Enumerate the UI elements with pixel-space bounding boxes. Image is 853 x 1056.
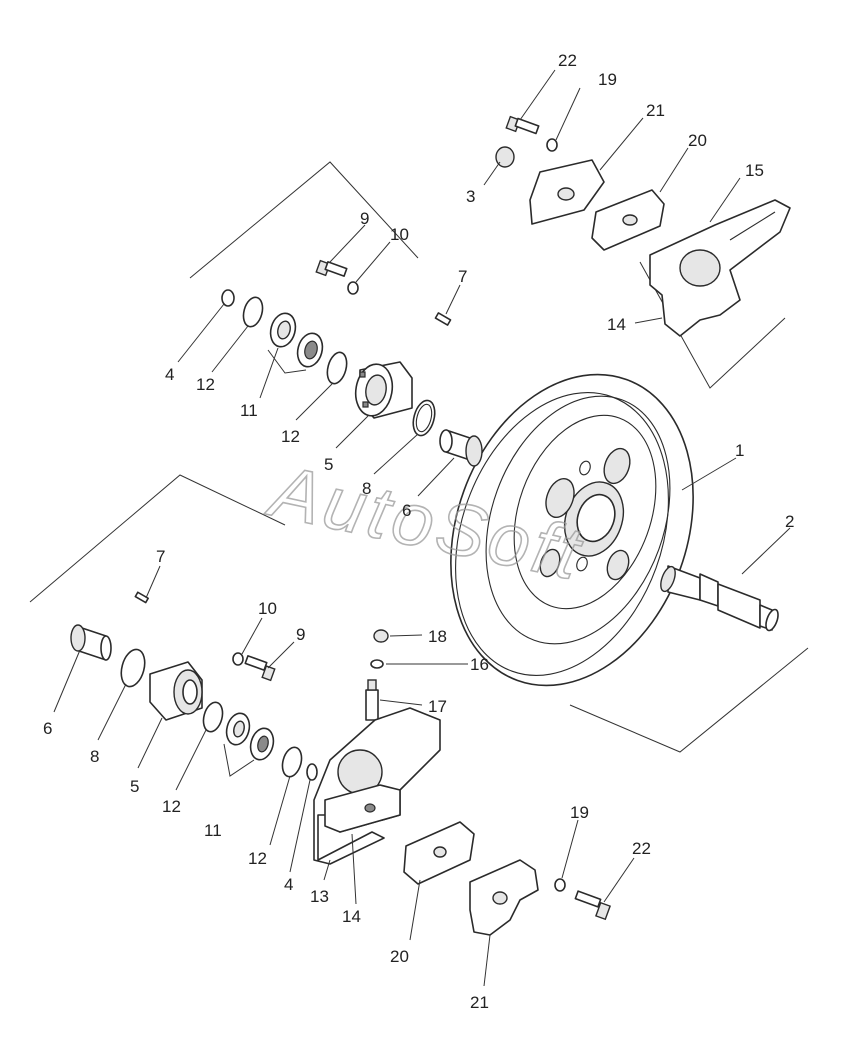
lower-small-o-ring: [306, 763, 318, 781]
upper-ring-12a: [242, 296, 264, 328]
upper-ring-12b: [326, 351, 348, 385]
lower-fork: [313, 707, 441, 865]
callout-6-top: 6: [402, 501, 411, 520]
upper-pin: [434, 312, 452, 326]
callout-9-top: 9: [360, 209, 369, 228]
callout-18: 18: [428, 627, 447, 646]
callout-5-bottom: 5: [130, 777, 139, 796]
callout-13: 13: [310, 887, 329, 906]
callout-19-bottom: 19: [570, 803, 589, 822]
callouts: 22 19 21 20 15 3 14 9 10 7 4 12 11 12 5 …: [43, 51, 794, 1012]
upper-small-o-ring: [221, 289, 235, 307]
callout-6-bottom: 6: [43, 719, 52, 738]
top-guide-plate: [591, 189, 665, 251]
leader-lines: [53, 69, 791, 987]
lower-bracket-plate: [469, 859, 539, 936]
lower-o-ring-16: [370, 659, 384, 669]
callout-3: 3: [466, 187, 475, 206]
upper-floating-seal-b: [296, 332, 324, 368]
callout-7-top: 7: [458, 267, 467, 286]
callout-16: 16: [470, 655, 489, 674]
upper-floating-seal-a: [269, 312, 297, 348]
lower-ring-12a: [202, 701, 224, 733]
lower-pin: [134, 591, 149, 604]
callout-2: 2: [785, 512, 794, 531]
callout-20-top: 20: [688, 131, 707, 150]
upper-bolt: [315, 259, 348, 277]
callout-4-top: 4: [165, 365, 174, 384]
callout-11-top: 11: [240, 401, 258, 420]
lower-washer: [232, 652, 244, 666]
seal-pair-brackets: [223, 349, 307, 777]
callout-9-bottom: 9: [296, 625, 305, 644]
shaft: [660, 565, 779, 632]
top-washer: [546, 138, 558, 152]
callout-1: 1: [735, 441, 744, 460]
lower-washer-19: [554, 878, 566, 892]
callout-7-bottom: 7: [156, 547, 165, 566]
idler-wheel: [450, 373, 694, 687]
callout-12a-top: 12: [196, 375, 215, 394]
upper-o-ring: [412, 399, 436, 437]
lower-bolt-22: [574, 890, 611, 921]
lower-floating-seal-b: [249, 727, 275, 761]
callout-22-top: 22: [558, 51, 577, 70]
upper-collar: [439, 429, 483, 467]
lower-bolt: [244, 655, 276, 682]
top-plug: [495, 146, 515, 168]
callout-20-bottom: 20: [390, 947, 409, 966]
lower-ring-12b: [281, 746, 303, 778]
callout-4-bottom: 4: [284, 875, 293, 894]
lower-guide-plate: [403, 821, 475, 885]
callout-17: 17: [428, 697, 447, 716]
callout-10-bottom: 10: [258, 599, 277, 618]
callout-14-top: 14: [607, 315, 626, 334]
lower-o-ring: [120, 648, 146, 688]
upper-bushing-housing: [354, 361, 413, 419]
callout-15: 15: [745, 161, 764, 180]
callout-19-top: 19: [598, 70, 617, 89]
lower-floating-seal-a: [225, 712, 251, 746]
callout-12a-bottom: 12: [162, 797, 181, 816]
top-bracket-plate: [529, 159, 605, 225]
callout-8-top: 8: [362, 479, 371, 498]
callout-5-top: 5: [324, 455, 333, 474]
lower-cap: [373, 629, 389, 643]
callout-8-bottom: 8: [90, 747, 99, 766]
callout-11-bottom: 11: [204, 821, 222, 840]
callout-21-bottom: 21: [470, 993, 489, 1012]
top-bolt: [505, 115, 540, 135]
top-fork: [649, 199, 791, 337]
lower-assembly-bracket: [29, 474, 809, 753]
callout-12b-bottom: 12: [248, 849, 267, 868]
callout-12b-top: 12: [281, 427, 300, 446]
lower-bushing-housing: [149, 661, 203, 721]
callout-21-top: 21: [646, 101, 665, 120]
callout-14-bottom: 14: [342, 907, 361, 926]
grease-valve: [365, 679, 379, 721]
callout-10-top: 10: [390, 225, 409, 244]
upper-washer: [347, 281, 359, 295]
callout-22-bottom: 22: [632, 839, 651, 858]
lower-collar: [70, 624, 112, 661]
